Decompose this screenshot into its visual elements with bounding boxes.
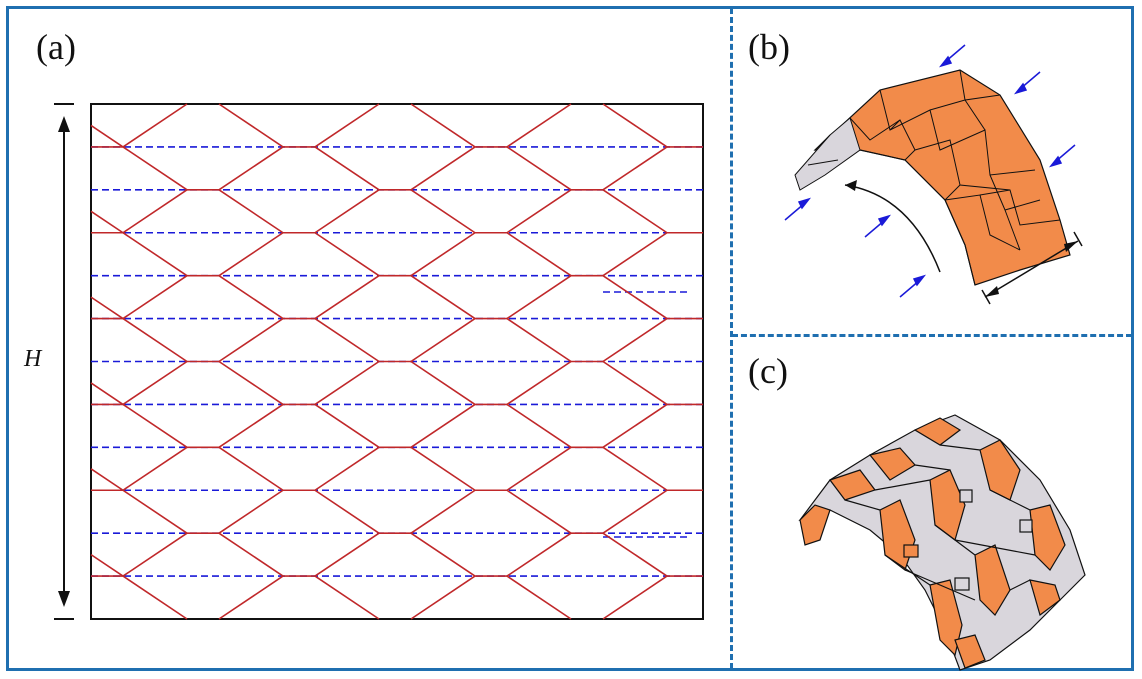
mountain-fold-diagonal <box>410 446 476 491</box>
mountain-fold-diagonal <box>314 446 380 491</box>
mountain-fold-diagonal <box>122 575 188 620</box>
mountain-fold-diagonal <box>218 189 284 234</box>
mountain-fold-diagonal <box>314 146 380 191</box>
mountain-fold-diagonal <box>506 489 572 534</box>
mountain-fold-diagonal <box>314 360 380 406</box>
mountain-fold-diagonal <box>410 103 476 148</box>
mountain-fold-diagonal <box>314 275 380 320</box>
mountain-fold-diagonal <box>602 189 668 234</box>
panel-c-label: (c) <box>748 351 788 391</box>
mountain-fold-diagonal <box>410 532 476 577</box>
mountain-fold-diagonal <box>314 403 380 448</box>
mountain-fold-diagonal <box>90 468 124 491</box>
mountain-fold-diagonal <box>218 146 284 191</box>
mountain-fold-diagonal <box>602 232 668 277</box>
mountain-fold-diagonal <box>314 232 380 277</box>
mountain-fold-diagonal <box>122 360 188 406</box>
mountain-fold-diagonal <box>218 532 284 577</box>
mountain-fold-diagonal <box>602 575 668 620</box>
mountain-fold-diagonal <box>314 189 380 234</box>
mountain-fold-diagonal <box>506 103 572 148</box>
arrow-head-up <box>58 116 70 132</box>
mountain-fold-diagonal <box>122 232 188 277</box>
bending-arrow-head <box>845 180 857 191</box>
mountain-fold-diagonal <box>218 103 284 148</box>
mountain-fold-diagonal <box>122 403 188 448</box>
arrow-head-down <box>58 591 70 607</box>
figure-frame <box>6 6 1134 671</box>
mountain-fold-diagonal <box>410 317 476 363</box>
mountain-fold-diagonal <box>506 403 572 448</box>
panel-divider-vertical <box>730 8 733 669</box>
panel-divider-horizontal <box>732 334 1132 337</box>
mountain-fold-diagonal <box>602 275 668 320</box>
mountain-fold-diagonal <box>122 317 188 363</box>
mountain-fold-diagonal <box>218 360 284 406</box>
mountain-fold-diagonal <box>218 275 284 320</box>
mountain-fold-diagonal <box>602 360 668 406</box>
mountain-fold-diagonal <box>410 232 476 277</box>
mountain-fold-diagonal <box>506 360 572 406</box>
compression-arrows <box>784 44 1076 298</box>
mountain-fold-diagonal <box>506 446 572 491</box>
thick-origami-shell <box>798 414 1086 671</box>
mountain-fold-diagonal <box>602 317 668 363</box>
panel-b-label: (b) <box>748 27 790 67</box>
mountain-fold-diagonal <box>122 103 188 148</box>
mountain-fold-diagonal <box>218 575 284 620</box>
mountain-fold-lines <box>90 103 703 620</box>
mountain-fold-diagonal <box>90 382 124 406</box>
mountain-fold-diagonal <box>602 403 668 448</box>
mountain-fold-diagonal <box>218 403 284 448</box>
mountain-fold-diagonal <box>410 146 476 191</box>
mountain-fold-diagonal <box>122 275 188 320</box>
mountain-fold-diagonal <box>122 446 188 491</box>
mountain-fold-diagonal <box>122 489 188 534</box>
mountain-fold-diagonal <box>122 532 188 577</box>
mountain-fold-diagonal <box>90 124 124 148</box>
mountain-fold-diagonal <box>506 317 572 363</box>
mountain-fold-diagonal <box>122 189 188 234</box>
mountain-fold-diagonal <box>122 146 188 191</box>
mountain-fold-diagonal <box>218 317 284 363</box>
mountain-fold-diagonal <box>410 575 476 620</box>
mountain-fold-diagonal <box>602 489 668 534</box>
mountain-fold-diagonal <box>90 553 124 577</box>
panel-a-label: (a) <box>36 27 76 67</box>
mountain-fold-diagonal <box>410 360 476 406</box>
mountain-fold-diagonal <box>506 189 572 234</box>
mountain-fold-diagonal <box>314 317 380 363</box>
mountain-fold-diagonal <box>314 575 380 620</box>
mountain-fold-diagonal <box>90 210 124 234</box>
mountain-fold-diagonal <box>218 446 284 491</box>
curved-shell <box>794 69 1071 286</box>
mountain-fold-diagonal <box>410 189 476 234</box>
mountain-fold-diagonal <box>218 232 284 277</box>
mountain-fold-diagonal <box>602 446 668 491</box>
mountain-fold-diagonal <box>506 532 572 577</box>
mountain-fold-diagonal <box>410 275 476 320</box>
mountain-fold-diagonal <box>410 489 476 534</box>
bending-arrow <box>844 184 941 273</box>
mountain-fold-diagonal <box>314 103 380 148</box>
mountain-fold-diagonal <box>602 146 668 191</box>
mountain-fold-diagonal <box>314 532 380 577</box>
mountain-fold-diagonal <box>506 146 572 191</box>
mountain-fold-diagonal <box>410 403 476 448</box>
mountain-fold-diagonal <box>314 489 380 534</box>
height-label-a: H <box>24 346 42 372</box>
mountain-fold-diagonal <box>506 232 572 277</box>
mountain-fold-diagonal <box>90 296 124 320</box>
mountain-fold-diagonal <box>218 489 284 534</box>
mountain-fold-diagonal <box>602 103 668 148</box>
mountain-fold-diagonal <box>506 275 572 320</box>
mountain-fold-diagonal <box>506 575 572 620</box>
mountain-fold-diagonal <box>602 532 668 577</box>
height-dimension-b <box>981 231 1083 305</box>
